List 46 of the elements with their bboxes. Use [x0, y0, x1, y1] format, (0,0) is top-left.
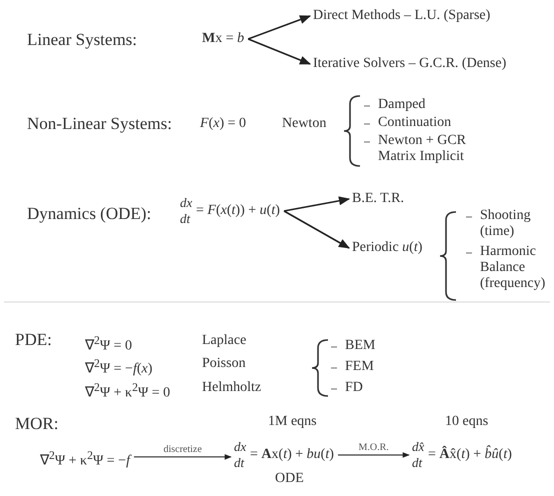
equation-text: ∇$^{2}$Ψ = 0 — [85, 333, 132, 355]
method-text: FEM — [345, 359, 374, 375]
section-heading: Dynamics (ODE): — [27, 204, 152, 223]
arrow — [133, 454, 232, 460]
equation-text: ∇$^{2}$Ψ + κ$^{2}$Ψ = 0 — [85, 380, 170, 402]
method-text: Periodic u(t) — [352, 240, 422, 256]
fraction-numerator: dx — [180, 196, 192, 210]
edge-label: M.O.R. — [358, 442, 390, 453]
fraction-denominator: dt — [412, 456, 422, 470]
method-text: FD — [345, 380, 363, 396]
edge-label: discretize — [162, 444, 203, 455]
annotation-text: 10 eqns — [445, 414, 488, 430]
equation-text: ∇$^{2}$Ψ = −f(x) — [85, 356, 152, 378]
method-text: B.E. T.R. — [352, 191, 404, 207]
fraction-denominator: dt — [234, 456, 244, 470]
method-text: Poisson — [202, 356, 246, 372]
equation-text: Mx = b — [202, 31, 244, 47]
method-text: Laplace — [202, 333, 246, 349]
method-text: Iterative Solvers – G.C.R. (Dense) — [313, 56, 506, 72]
section-heading: Linear Systems: — [27, 30, 138, 49]
annotation-text: ODE — [275, 471, 304, 487]
fraction-numerator: dx̂ — [412, 440, 424, 454]
annotation-text: 1M eqns — [268, 414, 317, 430]
arrow — [248, 15, 312, 40]
arrow — [248, 38, 312, 65]
equation-text: = F(x(t)) + u(t) — [196, 204, 280, 218]
method-text: Newton — [282, 116, 326, 132]
equation-text: = Ax(t) + bu(t) — [250, 448, 334, 462]
section-heading: MOR: — [15, 414, 58, 433]
equation-text: F(x) = 0 — [200, 116, 246, 132]
method-text: Harmonic Balance (frequency) — [480, 244, 546, 292]
method-text: Shooting (time) — [480, 208, 532, 240]
equation-text: ∇$^{2}$Ψ + κ$^{2}$Ψ = −f — [40, 448, 130, 470]
arrow — [338, 452, 410, 458]
method-text: BEM — [345, 338, 376, 354]
method-text: Direct Methods – L.U. (Sparse) — [313, 8, 490, 24]
fraction-denominator: dt — [180, 212, 190, 226]
section-heading: PDE: — [15, 330, 52, 349]
arrow — [284, 210, 350, 249]
method-text: Newton + GCR Matrix Implicit — [378, 133, 468, 165]
method-text: Helmholtz — [202, 380, 262, 396]
arrow — [284, 196, 350, 212]
fraction-numerator: dx — [234, 440, 246, 454]
section-heading: Non-Linear Systems: — [27, 114, 172, 133]
method-text: Continuation — [378, 115, 452, 131]
method-text: Damped — [378, 97, 426, 113]
